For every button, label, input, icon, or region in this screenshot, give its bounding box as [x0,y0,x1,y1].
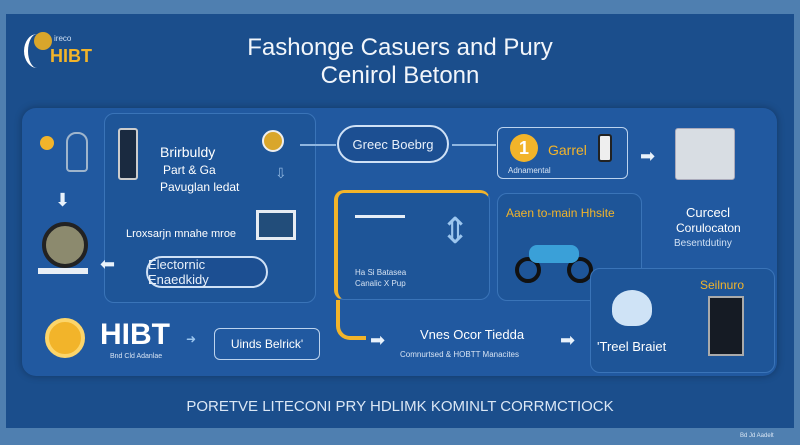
globe-device-icon [42,222,88,268]
left-text-3: Pavuglan ledat [160,180,240,194]
device-stand [38,268,88,274]
connector-line [300,144,336,146]
flow-subtitle: Comnurtsed & HOBTT Manacites [400,350,520,359]
server-title: Curcecl [686,205,731,220]
monitor-icon [256,210,296,240]
connector-line [452,144,496,146]
yellow-connector [336,300,366,340]
greec-cloud: Greec Boebrg [337,125,449,163]
result-label: 'Treel Braiet [597,339,667,354]
phone-list-icon [118,128,138,180]
server-line-3: Besentdutiny [674,238,732,249]
up-down-arrow-icon: ⇕ [440,210,471,251]
step-number-badge: 1 [510,134,538,162]
left-text-2: Part & Ga [163,163,216,177]
credit-text: Bd Jd Aadelt [740,433,774,439]
logo: ireco HIBT [24,32,92,72]
cloud-storage-icon [612,290,652,326]
step-label: Garrel [548,142,587,158]
left-caption: Lroxsarjn mnahe mroe [126,228,237,240]
hibt-coin-icon [45,318,85,358]
right-arrow-icon: ➡ [560,330,576,350]
cloud-label: Greec Boebrg [352,136,434,152]
electronic-cloud: Electornic Enaedkidy [146,256,268,288]
bike-title: Aaen to-main Hhsite [506,206,615,220]
server-tower-icon [708,296,744,356]
right-arrow-icon: ➜ [186,332,197,346]
right-arrow-icon: ➡ [370,330,386,350]
left-arrow-icon: ⬅ [100,254,116,274]
footer-caption: PORETVE LITECONI PRY HDLIMK KOMINLT CORR… [186,398,614,415]
page-title: Fashonge Casuers and Pury [247,34,553,61]
down-arrow-icon: ⬇ [55,190,71,210]
step-number: 1 [518,138,529,158]
step-card: 1 Garrel Adnamental [497,127,628,179]
panel-line-2: Canalic X Pup [355,279,406,288]
logo-small-text: ireco [54,34,72,43]
coin-icon [40,136,54,150]
logo-text: HIBT [50,46,92,66]
page-subtitle: Cenirol Betonn [320,62,480,89]
right-arrow-icon: ➡ [640,146,656,166]
cloud-label: Electornic Enaedkidy [148,257,209,287]
crescent-icon [24,34,50,68]
brand-logo-text: HIBT [100,318,170,351]
side-title: Seilnuro [700,278,745,292]
brand-subtitle: Bnd Cld Adanlae [110,353,163,360]
left-heading: Brirbuldy [160,144,216,160]
network-icon [355,215,405,255]
flow-title: Vnes Ocor Tiedda [420,327,525,342]
badge-icon [262,130,284,152]
server-line-2: Corulocaton [676,221,741,235]
server-rack-icon [675,128,735,180]
panel-line-1: Ha Si Batasea [355,268,407,277]
button-label: Uinds Belrick' [230,337,304,351]
motorcycle-icon [515,235,595,285]
down-arrow-icon: ⇩ [275,165,287,181]
uinds-button[interactable]: Uinds Belrick' [214,328,320,360]
phone-icon [598,134,612,162]
yellow-panel [334,190,490,300]
user-icon [66,132,88,172]
coin-icon [34,32,52,50]
step-sub: Adnamental [508,166,551,175]
